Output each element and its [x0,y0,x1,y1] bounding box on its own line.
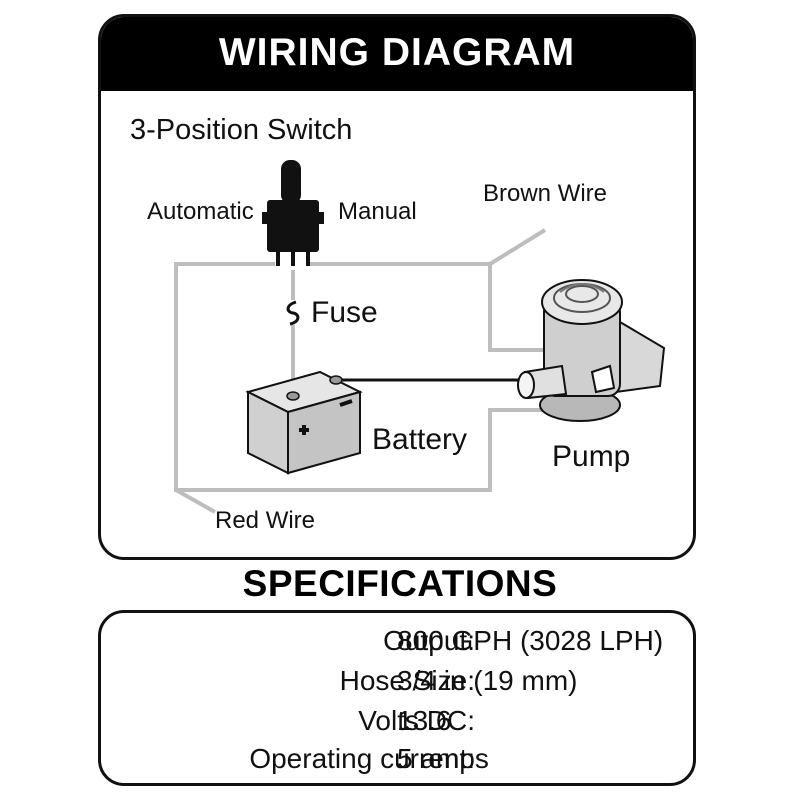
brown-wire-path [310,262,545,352]
spec-row-hose-size: Hose Size: 3/4 in (19 mm) [101,665,699,705]
spec-label: Operating current: [249,743,475,774]
manual-label: Manual [338,198,417,225]
spec-value: 800 GPH (3028 LPH) [397,625,664,656]
brown-wire-label: Brown Wire [483,180,608,207]
specifications-panel: Output: 800 GPH (3028 LPH) Hose Size: 3/… [98,610,696,786]
switch-icon [262,160,324,266]
switch-label: 3-Position Switch [130,114,353,146]
spec-row-operating-current: Operating current: 5 amps [101,743,699,783]
spec-label: Volts DC: [358,705,475,736]
pump-label: Pump [552,440,631,473]
spec-label: Output: [383,625,475,656]
automatic-label: Automatic [147,198,254,225]
spec-row-output: Output: 800 GPH (3028 LPH) [101,625,699,665]
battery-icon [245,370,363,475]
brown-wire-leader [488,228,547,266]
spec-row-volts-dc: Volts DC: 13.6 [101,705,699,745]
red-wire-label: Red Wire [215,507,316,534]
diagram-header: WIRING DIAGRAM [101,17,693,91]
spec-value: 3/4 in (19 mm) [397,665,578,696]
pump-icon [517,279,666,422]
spec-value: 5 amps [397,743,489,774]
red-wire-leader [175,488,216,514]
diagram-title: WIRING DIAGRAM [218,31,576,74]
red-wire-path [174,262,550,492]
fuse-icon [286,300,300,326]
spec-label: Hose Size: [339,665,475,696]
battery-label: Battery [372,423,468,456]
spec-value: 13.6 [397,705,452,736]
fuse-label: Fuse [311,296,378,329]
specifications-title: SPECIFICATIONS [242,563,558,604]
